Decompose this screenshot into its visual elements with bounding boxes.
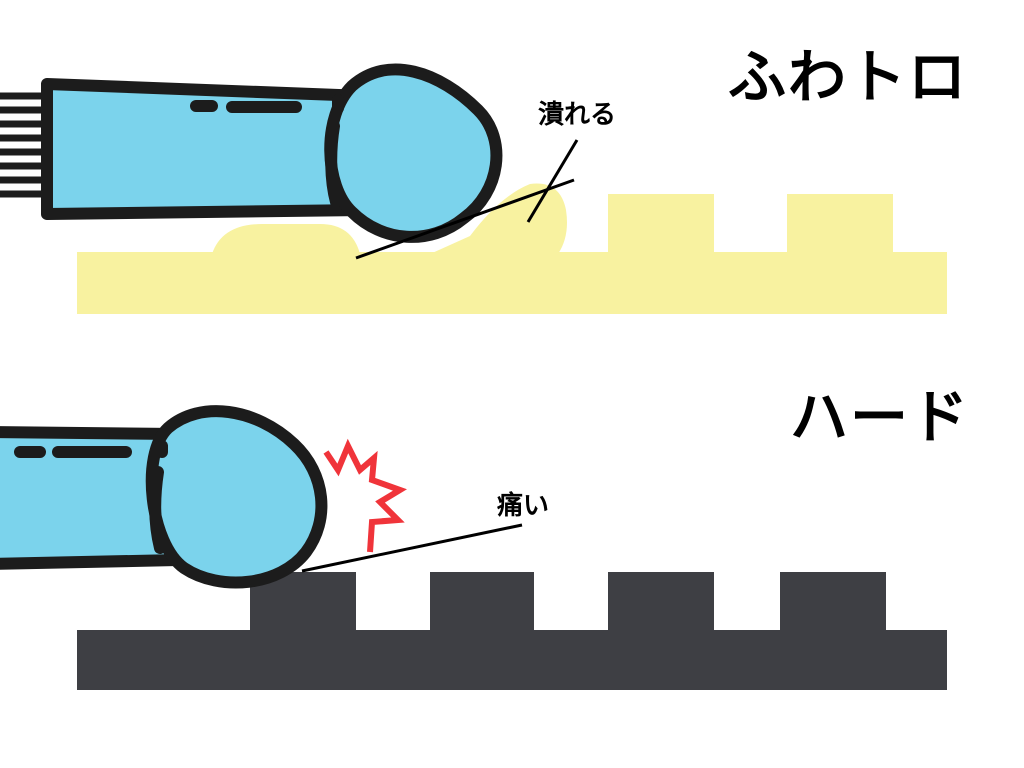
soft-panel-title: ふわトロ: [728, 43, 969, 111]
soft-panel: [0, 63, 947, 314]
soft-surface-base: [77, 252, 947, 314]
hard-surface-bump-2: [430, 572, 534, 634]
hard-surface-base: [77, 630, 947, 690]
soft-callout-pointer: [526, 139, 579, 223]
hard-surface-bump-3: [608, 572, 714, 634]
impact-burst-icon: [323, 438, 407, 553]
soft-callout-label: 潰れる: [538, 100, 617, 130]
soft-surface: [77, 183, 947, 314]
soft-surface-squashed-bump-2: [430, 183, 567, 254]
hard-finger-joint: [149, 466, 166, 554]
hard-callout-label: 痛い: [497, 491, 550, 521]
hard-panel: [0, 405, 947, 690]
hard-finger: [0, 405, 328, 589]
soft-surface-bump-4: [787, 194, 893, 256]
soft-finger-joint: [325, 120, 342, 208]
hard-callout-leader: [301, 523, 523, 573]
soft-callout-leader: [355, 178, 575, 260]
hard-finger-tip: [145, 405, 328, 589]
soft-finger-stripes: [0, 92, 46, 198]
soft-surface-bump-3: [608, 194, 714, 256]
soft-finger: [0, 63, 503, 243]
hard-surface: [77, 572, 947, 690]
soft-finger-tip: [324, 63, 503, 243]
hard-panel-title: ハード: [790, 383, 971, 451]
soft-surface-squashed-bump-1: [212, 224, 360, 254]
hard-surface-bump-4: [780, 572, 886, 634]
